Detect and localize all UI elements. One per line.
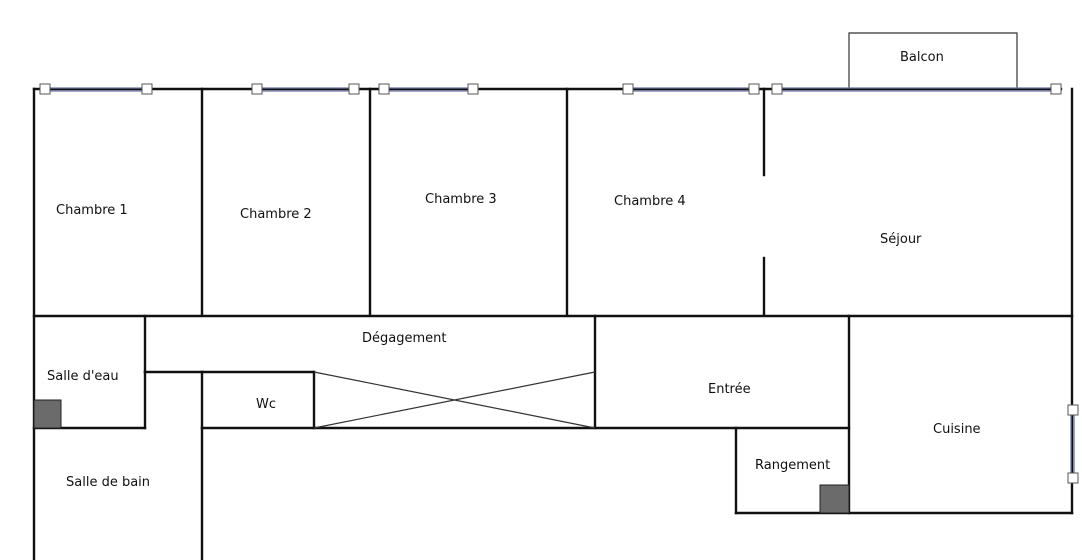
window-chambre-2	[251, 83, 360, 95]
window-chambre-1	[39, 83, 153, 95]
shaft-rangement	[819, 484, 850, 514]
outer-walls	[32, 87, 1074, 560]
window-chambre-3	[378, 83, 479, 95]
room-label-salle-eau: Salle d'eau	[47, 369, 119, 384]
room-label-rangement: Rangement	[755, 458, 831, 473]
room-label-degagement: Dégagement	[362, 331, 447, 346]
room-label-sejour: Séjour	[880, 232, 922, 247]
room-label-chambre-3: Chambre 3	[425, 192, 497, 207]
shaft-salle-eau	[33, 399, 62, 429]
room-label-cuisine: Cuisine	[933, 422, 981, 437]
room-label-entree: Entrée	[708, 382, 751, 397]
window-cuisine	[1067, 404, 1079, 484]
room-label-chambre-2: Chambre 2	[240, 207, 312, 222]
balcony-outline	[848, 32, 1018, 89]
room-label-chambre-1: Chambre 1	[56, 203, 128, 218]
window-sejour	[771, 83, 1062, 95]
room-label-balcon: Balcon	[900, 50, 944, 65]
room-label-salle-de-bain: Salle de bain	[66, 475, 151, 490]
room-label-chambre-4: Chambre 4	[614, 194, 686, 209]
room-label-wc: Wc	[256, 397, 277, 412]
stair-void-cross	[313, 371, 596, 429]
window-chambre-4	[622, 83, 760, 95]
interior-walls	[32, 87, 1074, 515]
